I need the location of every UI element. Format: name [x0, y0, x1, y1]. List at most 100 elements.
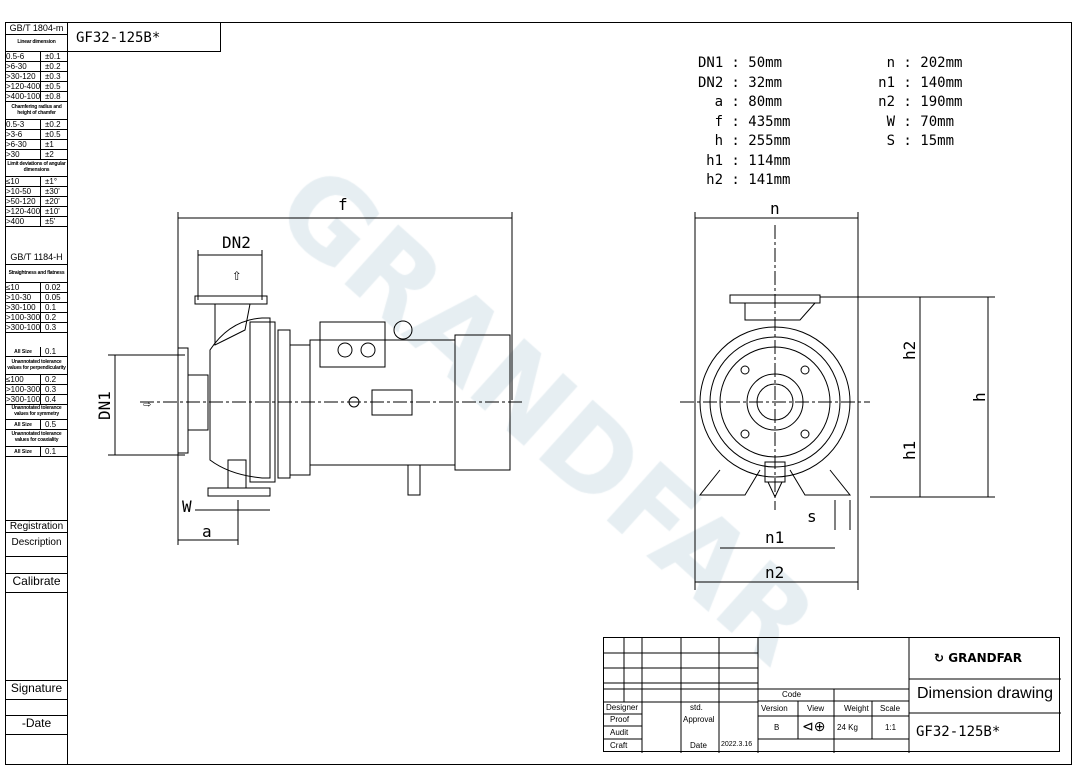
tolerance-value: 0.3 — [45, 385, 57, 394]
logo-icon: ↻ — [934, 651, 949, 665]
tolerance-row: >120-400 ±10' — [5, 207, 68, 217]
dimension-value: 202mm — [920, 55, 963, 71]
dimension-spec: n1 : 140mm — [870, 74, 962, 94]
tolerance-range: >10-50 — [5, 187, 41, 196]
dim-label-n1: n1 — [765, 528, 784, 547]
dimension-value: 70mm — [920, 113, 955, 130]
tolerance-value: ±10' — [45, 207, 60, 216]
dim-label-h: h — [970, 392, 989, 402]
dimension-value: 435mm — [748, 113, 791, 130]
tolerance-range: >300-1000 — [6, 395, 41, 404]
tolerance-value: 0.4 — [45, 395, 57, 404]
dimension-value: 255mm — [748, 133, 791, 149]
registration-label: Registration — [5, 520, 68, 533]
tolerance-row: 0.5-6 ±0.1 — [5, 52, 68, 62]
tolerance-section-header: Unannotated tolerance values for perpend… — [5, 357, 68, 375]
dimension-value: 190mm — [920, 94, 963, 110]
tolerance-range: >3-6 — [5, 130, 41, 139]
dimension-spec: h : 255mm — [698, 132, 791, 152]
version-label: Version — [761, 704, 788, 713]
proof-label: Proof — [610, 715, 630, 724]
craft-label: Craft — [610, 741, 628, 750]
drawing-frame — [5, 22, 1072, 765]
dimension-spec: DN2 : 32mm — [698, 74, 790, 94]
title-block-grid — [604, 638, 1061, 753]
dimension-name: n1 — [878, 74, 895, 91]
dimension-name: h2 — [706, 172, 723, 188]
std-label: std. — [690, 703, 703, 712]
tolerance-value: 0.2 — [45, 313, 57, 322]
arrow-right-icon: ⇨ — [143, 397, 151, 412]
tolerance-row: >120-400±0.5 — [5, 82, 68, 92]
tolerance-section-header: Unannotated tolerance values for symmetr… — [5, 405, 68, 420]
tolerance-range: 0.5-6 — [5, 52, 41, 61]
dim-label-n: n — [770, 199, 780, 218]
projection-view-icon: ⊲⊕ — [802, 718, 826, 734]
tolerance-row: >400±5' — [5, 217, 68, 227]
all-size-label: All Size — [5, 347, 41, 356]
tolerance-range: >30-120 — [5, 72, 41, 81]
dimension-spec: n2 : 190mm — [870, 93, 962, 113]
logo-text: GRANDFAR — [948, 651, 1022, 665]
scale-value: 1:1 — [885, 723, 897, 732]
model-number: GF32-125B* — [916, 724, 1001, 740]
dim-label-a: a — [202, 522, 212, 541]
tolerance-range: >300-1000 — [6, 323, 41, 332]
dimension-spec: W : 70mm — [870, 113, 962, 133]
dimension-name: h1 — [706, 152, 723, 169]
tolerance-range: >400 — [5, 217, 41, 226]
tolerance-value: 0.2 — [45, 375, 57, 384]
tolerance-row: ≤100 0.2 — [5, 375, 68, 385]
dimension-value: 80mm — [748, 94, 783, 110]
audit-label: Audit — [610, 728, 629, 737]
tolerance-value: ±0.1 — [45, 52, 61, 61]
side-view — [108, 212, 525, 545]
tolerance-section-header: Chamfering radius and height of chamfer — [5, 102, 68, 120]
tolerance-value: ±0.8 — [45, 92, 61, 101]
tolerance-value: 0.02 — [45, 283, 61, 292]
tolerance-value: 0.3 — [45, 323, 57, 332]
dimension-name: W — [886, 113, 895, 130]
dim-label-dn1: DN1 — [95, 391, 114, 420]
tolerance-value: ±1 — [45, 140, 54, 149]
tolerance-row: >300-1000 0.3 — [5, 323, 68, 333]
dimension-name: h — [714, 133, 723, 149]
approval-label: Approval — [683, 715, 715, 724]
tolerance-range: >50-120 — [5, 197, 41, 206]
tolerance-value: ±0.2 — [45, 120, 61, 129]
all-size-label: All Size — [5, 420, 41, 429]
dimension-name: f — [714, 113, 723, 130]
tolerance-range: >120-400 — [6, 207, 41, 216]
dimension-name: S — [886, 133, 895, 149]
dimension-spec: h1 : 114mm — [698, 152, 790, 172]
tolerance-row: >3-6±0.5 — [5, 130, 68, 140]
dimension-name: DN2 — [698, 74, 724, 91]
dimension-spec: n : 202mm — [870, 54, 963, 74]
dimension-name: n2 — [878, 94, 895, 110]
code-label: Code — [782, 690, 802, 699]
signature-label: Signature — [5, 680, 68, 700]
tolerance-row: >50-120±20' — [5, 197, 68, 207]
tolerance-value: ±0.3 — [45, 72, 61, 81]
tolerance-row: >10-50±30' — [5, 187, 68, 197]
tolerance-range: ≤100 — [5, 375, 41, 384]
dimension-name: a — [714, 94, 723, 110]
date-value: 2022.3.16 — [721, 741, 753, 748]
dimension-spec: DN1 : 50mm — [698, 54, 790, 74]
tolerance-section-header: Limit deviations of angular dimensions — [5, 160, 68, 177]
view-label: View — [807, 704, 825, 713]
tolerance-section-header: Linear dimension — [5, 35, 68, 52]
dimension-value: 50mm — [748, 55, 783, 71]
date-label: -Date — [5, 715, 68, 735]
dimension-name: n — [886, 55, 895, 71]
